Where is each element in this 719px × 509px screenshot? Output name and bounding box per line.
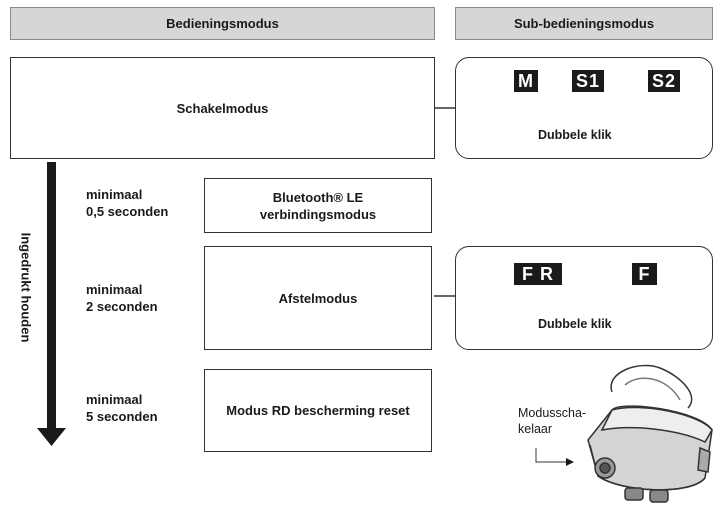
time-label-2s: minimaal 2 seconden [86, 282, 158, 314]
step-chip-s2: S2 [648, 70, 680, 92]
mode-rd-reset: Modus RD bescherming reset [204, 369, 432, 452]
step-chip-m: M [514, 70, 538, 92]
switch-pointer [535, 448, 574, 466]
mode-afstelmodus: Afstelmodus [204, 246, 432, 350]
header-main-label: Bedieningsmodus [166, 16, 279, 31]
shifter-device-image [587, 364, 713, 503]
step-chip-f: F [632, 263, 657, 285]
switch-caption: Modusscha- kelaar [518, 406, 587, 436]
mode-afstelmodus-label: Afstelmodus [278, 290, 358, 306]
mode-bluetooth-label-2: verbindingsmodus [259, 206, 377, 222]
mode-schakelmodus-label: Schakelmodus [176, 100, 269, 116]
step-chip-fr: F R [514, 263, 562, 285]
mode-bluetooth-label-1: Bluetooth® LE [272, 189, 364, 205]
time-label-5s: minimaal 5 seconden [86, 392, 158, 424]
mode-rd-reset-label: Modus RD bescherming reset [226, 403, 410, 418]
hold-arrow [37, 162, 66, 446]
mode-schakelmodus: Schakelmodus [10, 57, 435, 159]
header-sub-bedieningsmodus: Sub-bedieningsmodus [455, 7, 713, 40]
header-bedieningsmodus: Bedieningsmodus [10, 7, 435, 40]
mode-bluetooth: Bluetooth® LE verbindingsmodus [204, 178, 432, 233]
legend-double-click-1: Dubbele klik [538, 128, 612, 142]
time-label-05s: minimaal 0,5 seconden [86, 187, 169, 219]
step-chip-s1: S1 [572, 70, 604, 92]
submode-afstel-box [455, 246, 713, 350]
hold-label: Ingedrukt houden [18, 232, 34, 343]
legend-double-click-2: Dubbele klik [538, 317, 612, 331]
header-sub-label: Sub-bedieningsmodus [513, 16, 655, 31]
